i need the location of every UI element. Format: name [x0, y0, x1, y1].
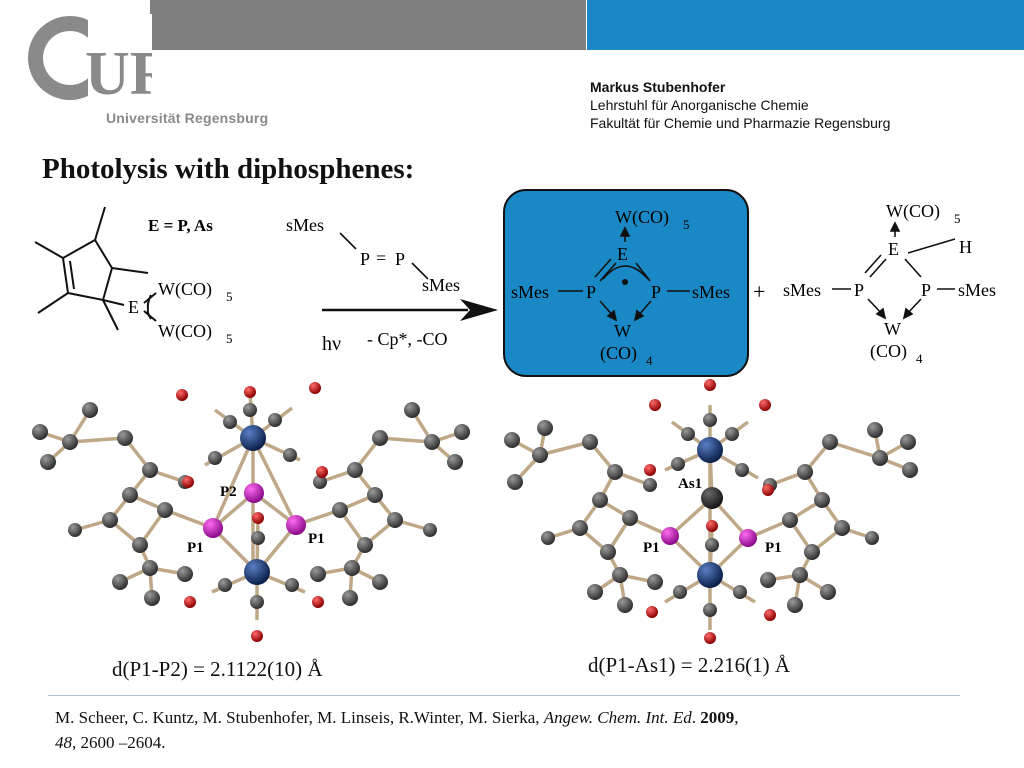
author-faculty: Fakultät für Chemie und Pharmazie Regens… — [590, 115, 891, 131]
label-p1-right-b: P1 — [765, 540, 782, 556]
author-name: Markus Stubenhofer — [590, 79, 726, 95]
author-chair: Lehrstuhl für Anorganische Chemie — [590, 97, 809, 113]
label-as1-right: As1 — [678, 476, 702, 492]
logo-letters: UR — [85, 40, 152, 106]
product1-co: (CO) — [600, 343, 637, 364]
plus-sign: + — [753, 279, 765, 304]
product1-w: W — [614, 321, 631, 341]
product2-wco: W(CO) — [886, 201, 940, 222]
radical-dot-icon — [622, 279, 628, 285]
product2-p-right: P — [921, 280, 931, 300]
diphosphene-smes-bottom: sMes — [422, 275, 460, 295]
reaction-arrow-icon — [322, 299, 498, 321]
page-title: Photolysis with diphosphenes: — [42, 153, 415, 185]
structure-right: As1 P1 P1 — [504, 379, 918, 644]
citation-authors: M. Scheer, C. Kuntz, M. Stubenhofer, M. … — [55, 708, 544, 727]
arrow-hv: hν — [322, 333, 341, 355]
product2-smes-left: sMes — [783, 280, 821, 300]
product1-p-right: P — [651, 282, 661, 302]
citation-year: 2009 — [700, 708, 735, 727]
label-p1-right-a: P1 — [643, 540, 660, 556]
reactant-w2-sub: 5 — [226, 331, 233, 346]
arrow-conditions: - Cp*, -CO — [367, 329, 448, 349]
reactant-w1: W(CO) — [158, 279, 212, 300]
diphosphene-double-bond: = — [376, 248, 386, 268]
header-bar-gray — [150, 0, 586, 50]
diphosphene-p2: P — [395, 249, 405, 269]
label-p1-left-a: P1 — [187, 540, 204, 556]
product1-e: E — [617, 244, 628, 264]
citation: M. Scheer, C. Kuntz, M. Stubenhofer, M. … — [55, 705, 965, 755]
reactant-w2: W(CO) — [158, 321, 212, 342]
reactant-w1-sub: 5 — [226, 289, 233, 304]
label-p1-left-b: P1 — [308, 531, 325, 547]
reactant-e: E — [128, 297, 139, 317]
label-p2-left: P2 — [220, 484, 237, 500]
product1-smes-right: sMes — [692, 282, 730, 302]
product2-w: W — [884, 319, 901, 339]
product2-smes-right: sMes — [958, 280, 996, 300]
citation-pages: , 2600 –2604. — [72, 733, 166, 752]
product1-co-sub: 4 — [646, 353, 653, 368]
distance-left: d(P1-P2) = 2.1122(10) Å — [112, 657, 323, 681]
citation-sep2: , — [734, 708, 739, 727]
product1-smes-left: sMes — [511, 282, 549, 302]
product1-wco-sub: 5 — [683, 217, 690, 232]
citation-volume: 48 — [55, 733, 72, 752]
product1-wco: W(CO) — [615, 207, 669, 228]
reaction-scheme: E = P, As E W(CO) 5 W(CO) 5 sMes P = P s… — [34, 189, 996, 377]
product2-co-sub: 4 — [916, 351, 923, 366]
logo-text: Universität Regensburg — [106, 110, 269, 126]
product2-co: (CO) — [870, 341, 907, 362]
diphosphene-smes-top: sMes — [286, 215, 324, 235]
crystal-structures: P2 P1 P1 — [32, 379, 918, 644]
diphosphene-p1: P — [360, 249, 370, 269]
product2-wco-sub: 5 — [954, 211, 961, 226]
product2-p-left: P — [854, 280, 864, 300]
citation-sep1: . — [691, 708, 701, 727]
university-logo-icon: UR — [28, 14, 152, 106]
product2-e: E — [888, 239, 899, 259]
header-bar-blue — [587, 0, 1024, 50]
citation-journal: Angew. Chem. Int. Ed — [543, 708, 692, 727]
structure-left: P2 P1 P1 — [32, 382, 470, 642]
distance-right: d(P1-As1) = 2.216(1) Å — [588, 653, 790, 677]
author-block: Markus Stubenhofer Lehrstuhl für Anorgan… — [590, 78, 890, 132]
divider — [48, 695, 960, 696]
product1-p-left: P — [586, 282, 596, 302]
reactant-label: E = P, As — [148, 216, 213, 235]
product2-h: H — [959, 237, 972, 257]
cp-ring — [61, 238, 114, 302]
